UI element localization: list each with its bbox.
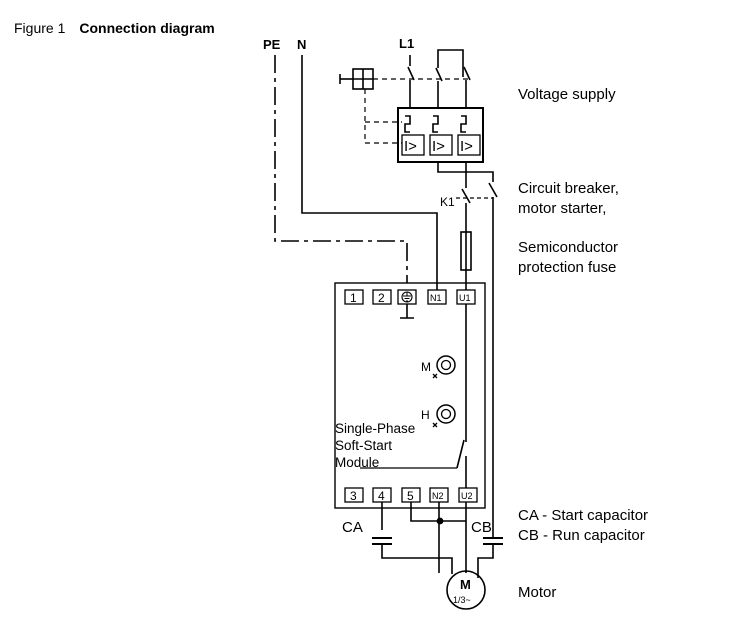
- label-l1: L1: [399, 36, 414, 51]
- terminal-1-label: 1: [350, 291, 357, 305]
- legend-motor: Motor: [518, 584, 556, 601]
- potentiometer-m[interactable]: M: [421, 355, 456, 379]
- legend: Voltage supply Circuit breaker, motor st…: [518, 86, 648, 601]
- legend-ca: CA - Start capacitor: [518, 507, 648, 524]
- legend-fuse-line2: protection fuse: [518, 259, 616, 276]
- figure-title: Connection diagram: [79, 20, 215, 36]
- overcurrent-3: I>: [460, 138, 473, 155]
- label-ca: CA: [342, 519, 363, 536]
- motor-rating: 1/3~: [453, 595, 471, 605]
- terminal-3[interactable]: [344, 487, 364, 503]
- label-pe: PE: [263, 37, 281, 52]
- adjust-arrow-icon: [432, 422, 438, 428]
- legend-voltage-supply: Voltage supply: [518, 86, 616, 103]
- module-label-line3: Module: [335, 455, 379, 470]
- capacitor-ca: CA: [342, 519, 453, 574]
- terminal-u2-label: U2: [461, 491, 473, 501]
- figure-number: Figure 1: [14, 20, 66, 36]
- phase-lines: [407, 49, 471, 108]
- top-terminals: 1 2 N1 U1: [344, 289, 476, 319]
- legend-fuse-line1: Semiconductor: [518, 239, 618, 256]
- terminal-u2[interactable]: [458, 487, 478, 503]
- terminal-2[interactable]: [372, 289, 392, 305]
- module-label-line1: Single-Phase: [335, 421, 415, 436]
- adjust-arrow-icon: [432, 373, 438, 379]
- contactor-k1: K1: [440, 182, 498, 538]
- legend-breaker-line2: motor starter,: [518, 200, 606, 217]
- pe-conductor: [274, 55, 408, 283]
- label-cb: CB: [471, 519, 492, 536]
- label-k1: K1: [440, 195, 455, 209]
- bottom-terminals: 3 4 5 N2 U2: [344, 487, 478, 503]
- semiconductor-fuse: [460, 231, 472, 290]
- internal-switch: [360, 304, 467, 488]
- breaker-actuator: [339, 68, 470, 144]
- n-conductor: [301, 55, 438, 290]
- motor: M 1/3~: [446, 570, 486, 610]
- pot-m-label: M: [421, 360, 431, 374]
- soft-start-module: [334, 282, 486, 509]
- motor-symbol: M: [460, 577, 471, 592]
- legend-cb: CB - Run capacitor: [518, 527, 645, 544]
- overcurrent-2: I>: [432, 138, 445, 155]
- motor-wiring: [381, 502, 467, 573]
- pot-h-label: H: [421, 408, 430, 422]
- terminal-2-label: 2: [378, 291, 385, 305]
- capacitor-cb: CB: [471, 519, 503, 578]
- label-n: N: [297, 37, 306, 52]
- terminal-n1[interactable]: [427, 289, 447, 305]
- terminal-5-label: 5: [407, 489, 414, 503]
- terminal-3-label: 3: [350, 489, 357, 503]
- terminal-n2-label: N2: [432, 491, 444, 501]
- overcurrent-1: I>: [404, 138, 417, 155]
- module-label-line2: Soft-Start: [335, 438, 392, 453]
- terminal-4-label: 4: [378, 489, 385, 503]
- bridge-out: [437, 162, 494, 182]
- terminal-u1-label: U1: [459, 293, 471, 303]
- legend-breaker-line1: Circuit breaker,: [518, 180, 619, 197]
- figure-caption: Figure 1 Connection diagram: [14, 20, 215, 36]
- terminal-n1-label: N1: [430, 293, 442, 303]
- potentiometer-h[interactable]: H: [421, 404, 456, 428]
- circuit-breaker: I> I> I>: [397, 107, 484, 163]
- terminal-1[interactable]: [344, 289, 364, 305]
